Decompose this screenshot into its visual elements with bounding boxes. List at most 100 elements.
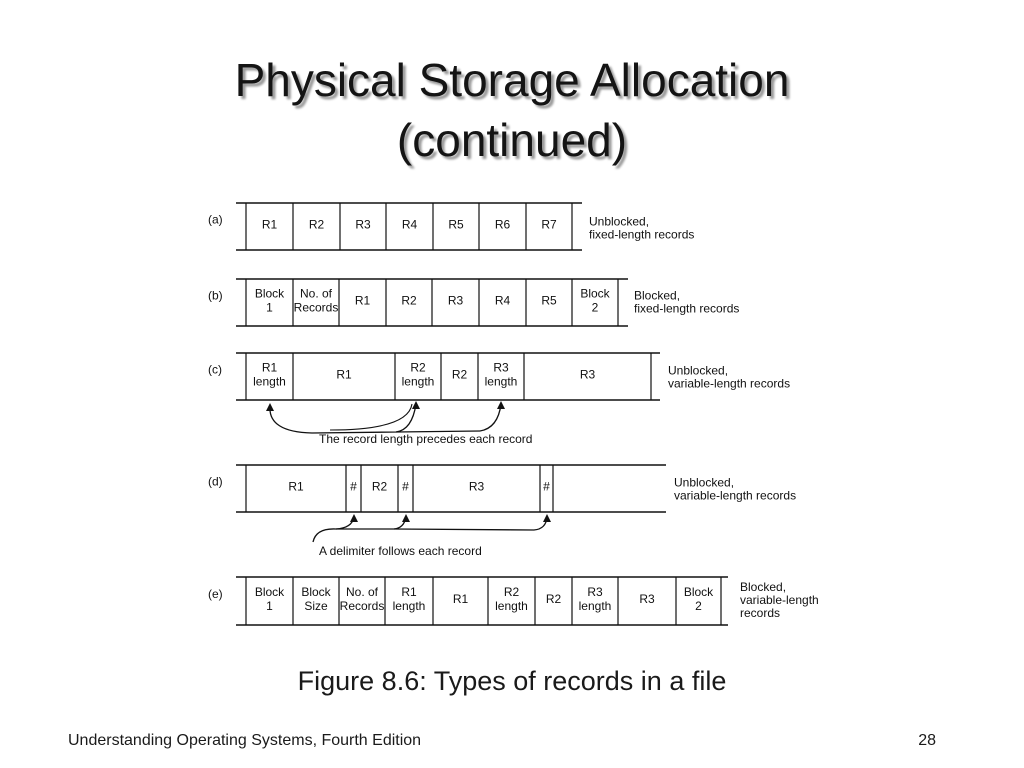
cell-label: 1 (266, 599, 273, 613)
record-row-d: (d)R1#R2#R3#Unblocked,variable-length re… (208, 464, 796, 513)
slide-page-number: 28 (918, 732, 936, 749)
cell-label: R1 (401, 585, 417, 599)
arrowhead (543, 514, 551, 522)
record-cell: R7 (541, 218, 557, 232)
annotation-text: The record length precedes each record (319, 432, 532, 446)
row-label: (c) (208, 363, 222, 377)
arrowhead (350, 514, 358, 522)
cell-label: R3 (493, 361, 509, 375)
cell-label: 2 (592, 301, 599, 315)
record-cell: R2 (546, 592, 562, 606)
record-cell: R3 (469, 480, 485, 494)
cell-label: length (579, 599, 612, 613)
cell-label: length (402, 375, 435, 389)
cell-label: R2 (401, 294, 417, 308)
record-cell: # (402, 480, 409, 494)
cell-label: R4 (495, 294, 511, 308)
record-cell: R2 (452, 368, 468, 382)
annotation-record-length: The record length precedes each record (266, 401, 532, 446)
cell-label: R2 (452, 368, 468, 382)
record-cell: R3 (639, 592, 655, 606)
cell-label: # (543, 480, 550, 494)
cell-label: R2 (372, 480, 388, 494)
cell-label: R1 (355, 294, 371, 308)
cell-label: Block (255, 287, 285, 301)
bracket-curve (329, 403, 413, 431)
record-cell: R3 (355, 218, 371, 232)
row-description: Blocked, (634, 289, 680, 303)
record-cell: R2 (309, 218, 325, 232)
row-description: Blocked, (740, 580, 786, 594)
row-label: (b) (208, 289, 223, 303)
cell-label: R2 (546, 592, 562, 606)
cell-label: Block (684, 585, 714, 599)
cell-label: Block (301, 585, 331, 599)
row-description: variable-length records (668, 377, 790, 391)
record-cell: R1 (355, 294, 371, 308)
record-cell: R1 (262, 218, 278, 232)
row-description: Unblocked, (589, 215, 649, 229)
record-cell: R5 (541, 294, 557, 308)
record-cell: R5 (448, 218, 464, 232)
cell-label: Size (304, 599, 328, 613)
row-description: variable-length records (674, 489, 796, 503)
cell-label: R1 (262, 218, 278, 232)
record-row-a: (a) R1 R2 R3 R4 R5 R6 R7 Unblocked,fixed-length … (208, 202, 694, 251)
cell-label: R5 (448, 218, 464, 232)
footer-book-title: Understanding Operating Systems, Fourth … (68, 732, 422, 749)
record-cell: R2 (372, 480, 388, 494)
row-description: Unblocked, (674, 476, 734, 490)
cell-label: R6 (495, 218, 511, 232)
cell-label: length (393, 599, 426, 613)
record-cell: R3 (448, 294, 464, 308)
cell-label: Block (580, 287, 610, 301)
cell-label: R7 (541, 218, 557, 232)
cell-label: No. of (346, 585, 379, 599)
cell-label: R2 (504, 585, 520, 599)
row-description: fixed-length records (634, 302, 739, 316)
slide-title-line-1: Physical Storage Allocation (234, 54, 790, 106)
row-description: variable-length (740, 593, 819, 607)
cell-label: length (495, 599, 528, 613)
row-description: records (740, 606, 780, 620)
row-description: fixed-length records (589, 228, 694, 242)
figure-caption: Figure 8.6: Types of records in a file (297, 666, 727, 696)
annotation-delimiter: A delimiter follows each record (312, 514, 551, 558)
cell-label: R3 (448, 294, 464, 308)
cell-label: length (485, 375, 518, 389)
record-cell: R3 (580, 368, 596, 382)
bracket-curve (395, 430, 481, 433)
cell-label: R1 (336, 368, 352, 382)
cell-label: Block (255, 585, 285, 599)
cell-label: R4 (402, 218, 418, 232)
row-label: (e) (208, 587, 223, 601)
row-label: (a) (208, 213, 223, 227)
cell-label: R2 (309, 218, 325, 232)
record-cell: R4 (402, 218, 418, 232)
record-cell: R4 (495, 294, 511, 308)
cell-label: # (402, 480, 409, 494)
annotation-text: A delimiter follows each record (319, 544, 482, 558)
cell-label: 2 (695, 599, 702, 613)
record-cell: R1 (336, 368, 352, 382)
cell-label: R1 (288, 480, 304, 494)
cell-label: R5 (541, 294, 557, 308)
cell-label: # (350, 480, 357, 494)
cell-label: R1 (453, 592, 469, 606)
row-description: Unblocked, (668, 364, 728, 378)
cell-label: Records (340, 599, 385, 613)
record-cell: R1 (288, 480, 304, 494)
arrowhead (402, 514, 410, 522)
